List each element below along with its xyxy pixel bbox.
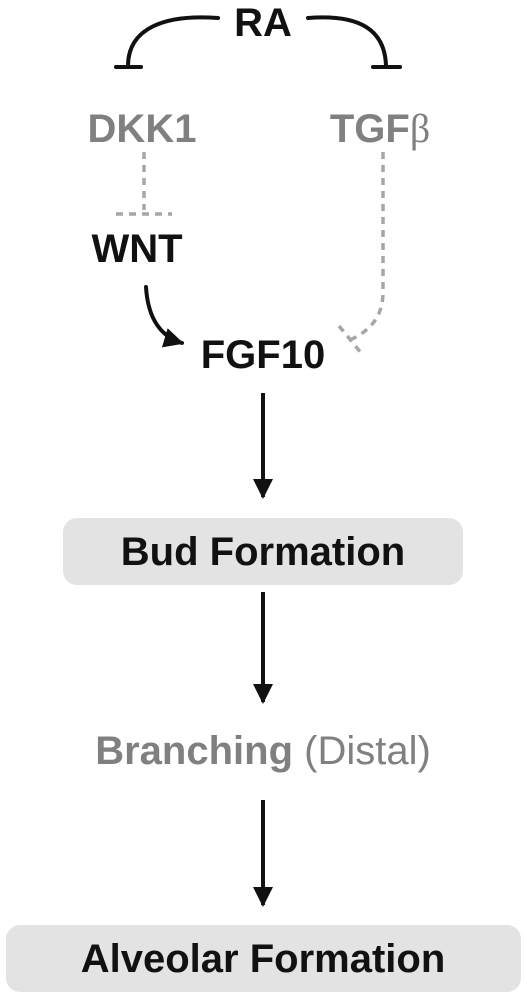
node-tgfb-prefix: TGF [330,107,410,151]
alveolar-formation-box [6,925,521,992]
edge-ra-inhibits-dkk1 [126,15,220,68]
node-dkk1: DKK1 [88,107,197,151]
node-tgfb: TGFβ [330,106,430,151]
node-branching-label: Branching [95,729,293,773]
edge-wnt-activates-fgf10 [144,285,184,348]
node-fgf10: FGF10 [201,333,325,377]
node-branching: Branching (Distal) [95,729,431,773]
bud-formation-box [63,518,463,585]
node-tgfb-symbol: β [410,106,430,151]
edge-tgfb-inhibits-fgf10 [349,152,385,342]
node-ra: RA [234,1,292,45]
inhibition-bar-fgf10 [337,324,364,356]
node-alveolar-formation: Alveolar Formation [81,937,446,981]
edge-ra-inhibits-tgfb [306,15,388,68]
node-branching-spacer [293,729,304,773]
node-branching-note: (Distal) [304,729,431,773]
node-bud-formation: Bud Formation [121,530,405,574]
node-wnt: WNT [91,227,182,271]
